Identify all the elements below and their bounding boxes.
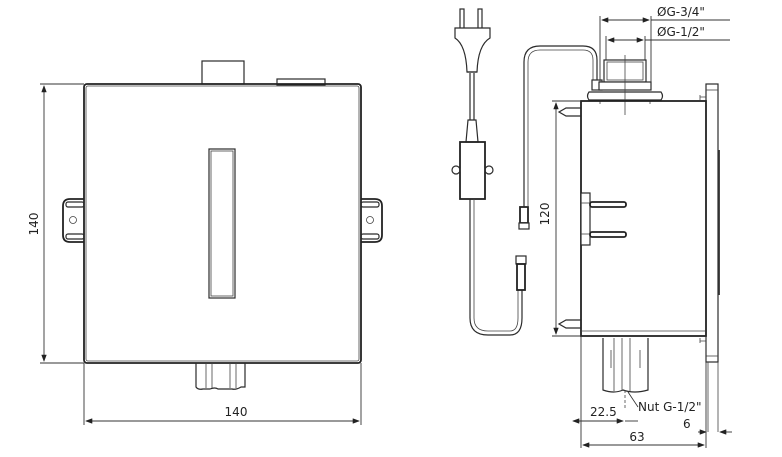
- power-cable-assembly: [451, 8, 598, 336]
- top-outlet: [201, 60, 245, 85]
- right-mounting-bracket: [360, 198, 383, 243]
- bottom-nut: [195, 363, 246, 390]
- power-adapter-icon: [451, 141, 494, 200]
- front-height-label: 140: [27, 213, 41, 236]
- cable-connector-icon: [515, 255, 527, 291]
- nut-label: Nut G-1/2": [638, 400, 702, 414]
- side-bottom-nut: [602, 338, 649, 393]
- wall-plate: [705, 83, 719, 363]
- offset-label: 22.5: [590, 405, 617, 419]
- power-plug-icon: [454, 8, 491, 73]
- side-height-label: 120: [538, 203, 552, 226]
- side-view: 120 ØG-3/4" ØG-1/2" Nut G-1/2" 22.5 6 63: [538, 5, 732, 448]
- left-mounting-bracket: [62, 198, 85, 243]
- top-plate: [276, 78, 326, 86]
- side-housing: [580, 100, 707, 337]
- front-width-label: 140: [225, 405, 248, 419]
- inner-thread-label: ØG-1/2": [657, 25, 705, 39]
- outer-thread-label: ØG-3/4": [657, 5, 705, 19]
- sensor-window: [208, 148, 236, 299]
- front-view: 140 140: [27, 60, 383, 425]
- depth-label: 63: [629, 430, 644, 444]
- plate-thickness-label: 6: [683, 417, 691, 431]
- front-housing: [83, 83, 362, 364]
